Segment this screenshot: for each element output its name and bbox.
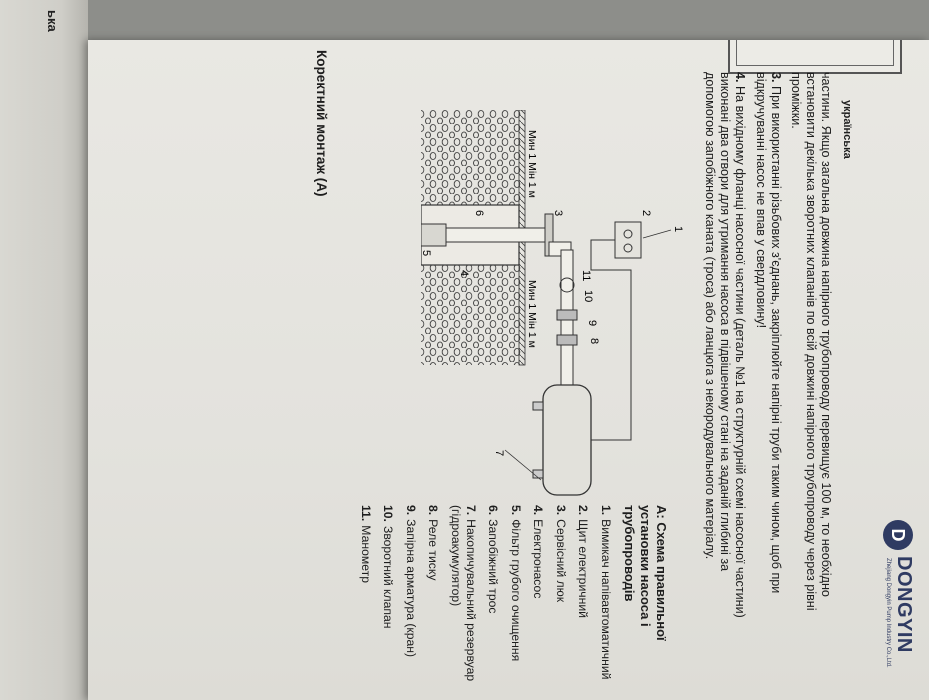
label-4: 4 [458,270,470,276]
legend-list: 1.Вимикач напівавтоматичний 2.Щит електр… [358,505,613,695]
dimension-label: Мин 1 Мін 1 м [526,280,538,348]
label-9: 9 [586,320,598,326]
label-7: 7 [493,450,505,456]
legend: А: Схема правильної установки насоса і т… [351,505,669,695]
brand-logo: D DONGYIN Zhejiang Dongyin Pump Industry… [873,520,919,680]
legend-item: 3.Сервісний люк [554,505,568,603]
legend-item: 7.Накопичувальний резервуар (гідроакумул… [449,505,478,682]
label-10: 10 [582,290,594,302]
paragraph: 4. На вихідному фланці насосної частини … [703,72,748,618]
page-corner-frame [728,40,902,74]
label-8: 8 [588,338,600,344]
label-1: 1 [672,226,684,232]
dimension-label: Мин 1 Мін 1 м [526,130,538,198]
rotated-content: українська D DONGYIN Zhejiang Dongyin Pu… [88,40,929,700]
label-5: 5 [421,250,432,256]
legend-item: 8.Реле тиску [426,505,441,581]
logo-name: DONGYIN [893,556,915,653]
legend-item: 4.Електронасос [531,505,546,599]
installation-diagram: 1 2 3 4 5 6 7 8 9 10 11 Мин 1 Мін 1 м Ми… [421,110,684,496]
figure-caption: Коректний монтаж (А) [314,50,329,197]
legend-item: 6.Запобіжний трос [486,505,501,614]
legend-item: 10.Зворотний клапан [381,505,396,629]
ground-left [421,110,521,205]
paragraph: 3. При використанні різьбових з'єднань, … [753,72,783,594]
legend-item: 1.Вимикач напівавтоматичний [599,505,613,680]
manual-page: українська D DONGYIN Zhejiang Dongyin Pu… [88,40,929,700]
instructions-text: частини. Якщо загальна довжина напірного… [697,72,833,632]
legend-title: А: Схема правильної установки насоса і т… [622,505,669,641]
logo-mark-icon: D [883,520,913,550]
facing-page-running-head: ька [45,10,60,32]
legend-item: 2.Щит електричний [576,505,591,618]
facing-page: ька [0,0,88,700]
logo-subtitle: Zhejiang Dongyin Pump Industry Co.,Ltd. [885,558,891,668]
label-2: 2 [640,210,652,216]
legend-item: 9.Запірна арматура (кран) [404,505,418,658]
language-header: українська [841,100,853,159]
paragraph: частини. Якщо загальна довжина напірного… [789,72,833,611]
label-11: 11 [580,270,592,281]
legend-item: 5.Фільтр грубого очищення [509,505,523,662]
legend-item: 11.Манометр [359,505,373,583]
label-6: 6 [473,210,485,216]
ground-right [421,265,521,365]
label-3: 3 [552,210,564,216]
